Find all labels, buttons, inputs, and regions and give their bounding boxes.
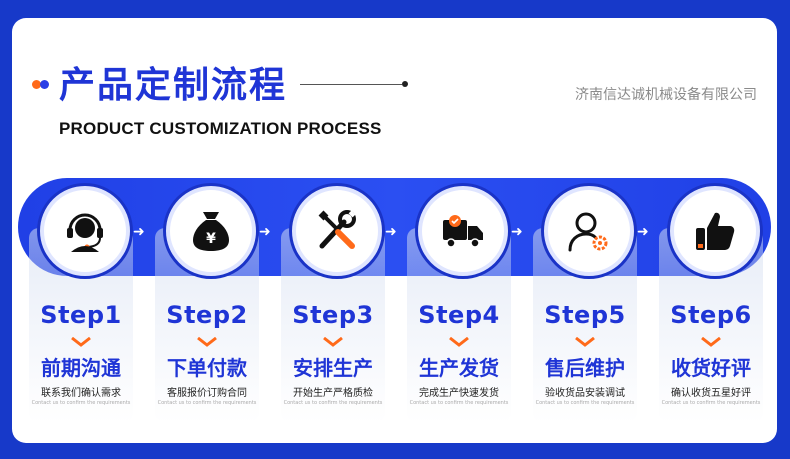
chevron-down-icon (71, 337, 91, 347)
step-5: Step5 售后维护 验收货品安装调试 Contact us to confir… (526, 178, 652, 428)
step-english-note: Contact us to confirm the requirements (157, 400, 257, 406)
tools-icon (318, 210, 356, 249)
step-3: Step3 安排生产 开始生产严格质检 Contact us to confir… (274, 178, 400, 428)
step-english-note: Contact us to confirm the requirements (31, 400, 131, 406)
step-icon-circle (670, 186, 760, 276)
chevron-down-icon (701, 337, 721, 347)
step-description: 开始生产严格质检 (293, 388, 373, 399)
chevron-down-icon (323, 337, 343, 347)
step-title: 收货好评 (671, 356, 751, 380)
step-6: Step6 收货好评 确认收货五星好评 Contact us to confir… (652, 178, 777, 428)
user-gear-icon (568, 212, 608, 252)
chevron-down-icon (197, 337, 217, 347)
process-card: 产品定制流程 PRODUCT CUSTOMIZATION PROCESS 济南信… (12, 18, 777, 443)
step-icon-circle (292, 186, 382, 276)
arrow-right-icon: ➜ (385, 224, 397, 240)
arrow-right-icon: ➜ (637, 224, 649, 240)
step-description: 客服报价订购合同 (167, 388, 247, 399)
headset-icon (67, 213, 103, 252)
step-1: Step1 前期沟通 联系我们确认需求 Contact us to confir… (22, 178, 148, 428)
chevron-down-icon (449, 337, 469, 347)
step-icon-circle: ¥ (166, 186, 256, 276)
step-icon-circle (418, 186, 508, 276)
step-label: Step1 (40, 301, 122, 329)
arrow-right-icon: ➜ (511, 224, 523, 240)
page-subtitle: PRODUCT CUSTOMIZATION PROCESS (59, 119, 382, 138)
thumbs-up-icon (696, 212, 735, 250)
step-title: 前期沟通 (41, 356, 121, 380)
step-description: 验收货品安装调试 (545, 388, 625, 399)
step-english-note: Contact us to confirm the requirements (409, 400, 509, 406)
arrow-right-icon: ➜ (133, 224, 145, 240)
arrow-right-icon: ➜ (259, 224, 271, 240)
title-divider-dot (402, 81, 408, 87)
step-icon-circle (40, 186, 130, 276)
step-label: Step4 (418, 301, 500, 329)
title-dots (32, 78, 52, 90)
step-title: 下单付款 (167, 356, 247, 380)
step-english-note: Contact us to confirm the requirements (535, 400, 635, 406)
step-title: 生产发货 (419, 356, 499, 380)
step-icon-circle (544, 186, 634, 276)
title-divider (300, 84, 402, 85)
step-label: Step6 (670, 301, 752, 329)
page-title: 产品定制流程 (59, 65, 288, 106)
step-4: Step4 生产发货 完成生产快速发货 Contact us to confir… (400, 178, 526, 428)
delivery-truck-icon (443, 215, 483, 248)
step-description: 联系我们确认需求 (41, 388, 121, 399)
money-bag-icon: ¥ (193, 212, 229, 251)
orange-dot-icon (32, 80, 41, 89)
svg-text:¥: ¥ (206, 231, 216, 247)
step-label: Step5 (544, 301, 626, 329)
process-band (18, 178, 771, 276)
blue-dot-icon (40, 80, 49, 89)
chevron-down-icon (575, 337, 595, 347)
step-english-note: Contact us to confirm the requirements (283, 400, 383, 406)
step-label: Step3 (292, 301, 374, 329)
step-title: 安排生产 (293, 356, 373, 380)
step-2: ¥ Step2 下单付款 客服报价订购合同 Contact us to conf… (148, 178, 274, 428)
step-description: 完成生产快速发货 (419, 388, 499, 399)
step-label: Step2 (166, 301, 248, 329)
step-english-note: Contact us to confirm the requirements (661, 400, 761, 406)
company-name: 济南信达诚机械设备有限公司 (575, 87, 757, 103)
step-title: 售后维护 (545, 356, 625, 380)
step-description: 确认收货五星好评 (671, 388, 751, 399)
